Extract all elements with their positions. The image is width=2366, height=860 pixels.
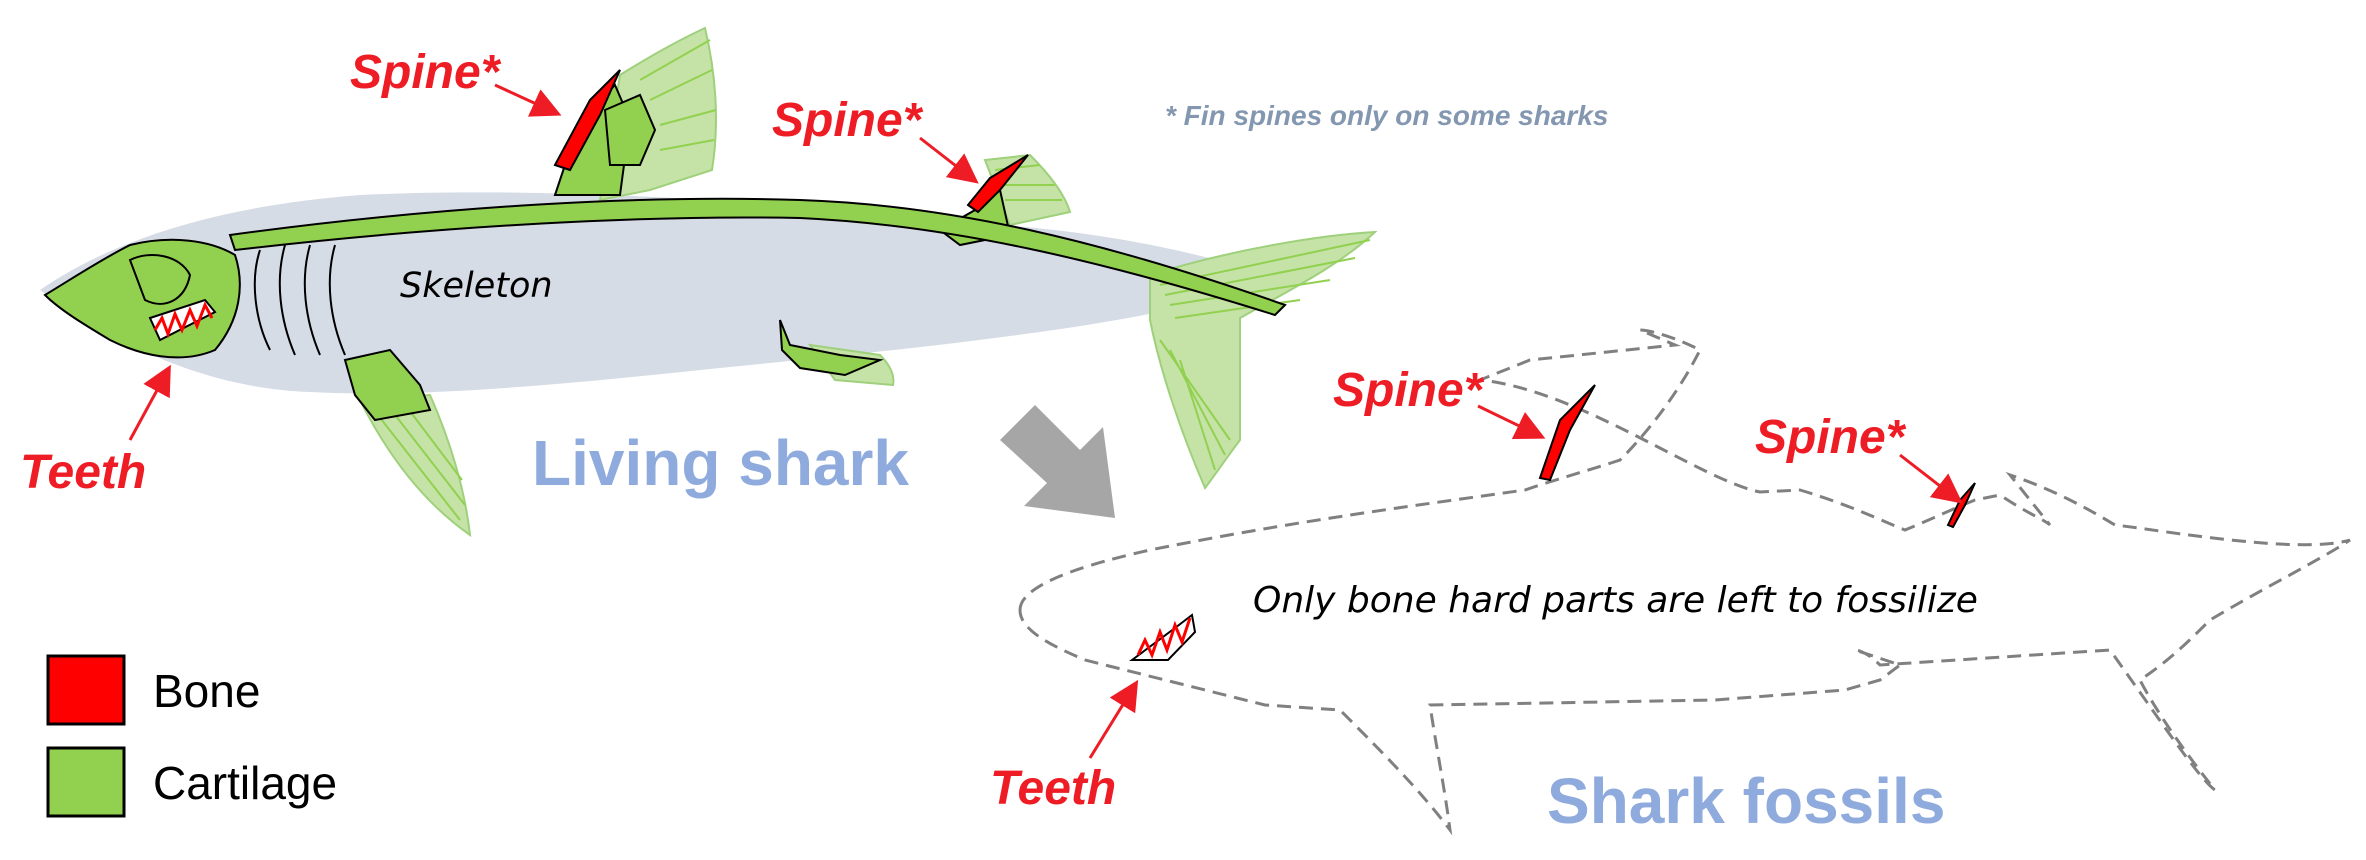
legend: Bone Cartilage (46, 654, 337, 818)
fossil-dashed-outline (1018, 328, 2351, 836)
fossil-spine-pointer-2 (1899, 453, 1963, 504)
footnote: * Fin spines only on some sharks (1165, 100, 1608, 131)
spine-pointer-1 (494, 83, 562, 117)
fossil-spine-label-2: Spine* (1755, 411, 1907, 464)
transition-arrow (1000, 405, 1115, 518)
living-shark-teeth (148, 298, 217, 342)
spine-label-1: Spine* (350, 46, 502, 99)
fossil-shark-outline (1018, 328, 2351, 836)
spine-label-2: Spine* (772, 94, 924, 147)
teeth-label-1: Teeth (20, 446, 146, 499)
skeleton-label: Skeleton (400, 266, 553, 306)
gill-basket (253, 244, 346, 356)
pelvic-fin (779, 319, 895, 387)
teeth-pointer-1 (128, 364, 171, 441)
fossil-spine-label-1: Spine* (1333, 364, 1485, 417)
fossil-teeth-label: Teeth (990, 762, 1116, 815)
vertebral-column (228, 197, 1287, 317)
spine-pointer-2 (919, 136, 979, 184)
pectoral-fin (343, 348, 472, 538)
first-dorsal-fin-spine (553, 69, 621, 172)
legend-label-bone: Bone (153, 665, 260, 717)
living-shark-title: Living shark (532, 427, 909, 499)
legend-swatch-cartilage (46, 746, 126, 818)
second-dorsal-fin-spine (966, 154, 1029, 214)
fossil-second-spine (1946, 482, 1976, 529)
fossil-spine-pointer-1 (1477, 404, 1546, 440)
fossil-caption: Only bone hard parts are left to fossili… (1253, 580, 1978, 621)
legend-label-cartilage: Cartilage (153, 757, 337, 809)
living-shark-body-silhouette (40, 192, 1250, 394)
legend-swatch-bone (46, 654, 126, 726)
fossil-teeth (1128, 613, 1197, 661)
first-dorsal-fin (553, 26, 717, 202)
fossil-teeth-pointer (1088, 679, 1139, 759)
head-cartilage (43, 238, 241, 359)
caudal-fin (1149, 230, 1378, 490)
fossil-first-spine (1538, 384, 1596, 482)
living-shark-illustration (40, 26, 1378, 538)
shark-fossils-title: Shark fossils (1547, 765, 1945, 837)
